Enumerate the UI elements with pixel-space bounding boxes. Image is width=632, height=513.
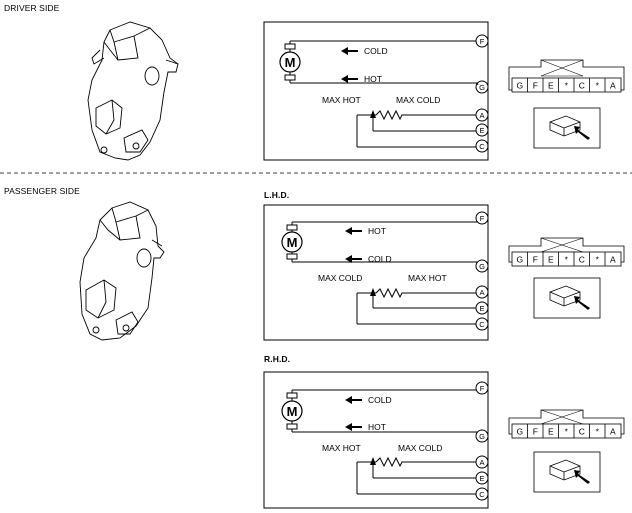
pin-label: * — [565, 427, 569, 437]
pin-label: C — [579, 255, 585, 265]
motor-symbol — [279, 51, 301, 73]
pin-label: F — [533, 427, 538, 437]
terminal-letters: F G A E C F G A E C F G A E C — [479, 37, 485, 499]
pin-label: A — [610, 81, 616, 91]
terminal-letter: E — [479, 474, 484, 483]
pin-label: * — [596, 427, 600, 437]
connector-view-rhd — [508, 409, 625, 493]
stop-label: MAX HOT — [322, 95, 361, 105]
motor-letter: M — [287, 235, 298, 250]
circuit-rhd — [263, 371, 489, 509]
actuator-illustration-driver — [87, 21, 179, 161]
terminal-letter: F — [480, 214, 485, 223]
circuit-driver — [263, 21, 489, 161]
pin-labels-driver: G F E * C * A — [516, 81, 615, 91]
motor-letters: M M M — [285, 55, 298, 419]
pin-label: A — [610, 255, 616, 265]
arrow-label: HOT — [364, 74, 382, 84]
pin-label: * — [565, 255, 569, 265]
motor-symbol — [281, 400, 303, 422]
stop-label: MAX COLD — [396, 95, 440, 105]
pin-label: * — [596, 81, 600, 91]
terminal-letter: C — [479, 490, 485, 499]
lhd-title: L.H.D. — [264, 190, 290, 200]
pin-label: F — [533, 255, 538, 265]
arrow-label: COLD — [368, 395, 392, 405]
connector-icon — [533, 277, 601, 319]
connector-pin-dividers — [527, 78, 606, 438]
arrow-label: COLD — [364, 46, 388, 56]
terminal-letter: A — [479, 111, 484, 120]
pin-labels-rhd: G F E * C * A — [516, 427, 615, 437]
motor-letter: M — [287, 404, 298, 419]
actuator-illustration-passenger — [79, 201, 165, 341]
pin-label: * — [565, 81, 569, 91]
arrow-label: HOT — [368, 226, 386, 236]
arrow-label: COLD — [368, 254, 392, 264]
terminal-letter: E — [479, 126, 484, 135]
pin-label: C — [579, 81, 585, 91]
pin-label: E — [548, 255, 554, 265]
pin-label: G — [516, 81, 523, 91]
rhd-title: R.H.D. — [264, 354, 291, 364]
pin-label: A — [610, 427, 616, 437]
pin-label: F — [533, 81, 538, 91]
stop-label: MAX COLD — [318, 273, 362, 283]
terminal-letter: C — [479, 320, 485, 329]
stop-label: MAX HOT — [322, 443, 361, 453]
terminal-letter: A — [479, 288, 484, 297]
pin-label: C — [579, 427, 585, 437]
circuit-lhd — [263, 204, 489, 341]
pin-label: G — [516, 255, 523, 265]
terminal-letter: C — [479, 142, 485, 151]
terminal-letter: F — [480, 37, 485, 46]
pin-label: E — [548, 81, 554, 91]
pin-label: E — [548, 427, 554, 437]
stop-label: MAX COLD — [398, 443, 442, 453]
terminal-letter: F — [480, 384, 485, 393]
stop-label: MAX HOT — [408, 273, 447, 283]
arrow-label: HOT — [368, 422, 386, 432]
driver-side-title: DRIVER SIDE — [4, 3, 60, 13]
connector-view-lhd — [508, 237, 625, 319]
motor-symbol — [281, 231, 303, 253]
terminal-letter: G — [479, 432, 485, 441]
pin-labels-lhd: G F E * C * A — [516, 255, 615, 265]
connector-view-driver — [508, 59, 625, 149]
circuit-frame — [263, 21, 489, 161]
circuit-labels: COLD HOT MAX HOT MAX COLD HOT COLD MAX C… — [318, 46, 447, 453]
terminal-letter: A — [479, 458, 484, 467]
pin-label: G — [516, 427, 523, 437]
terminal-letter: G — [479, 83, 485, 92]
terminal-letter: G — [479, 262, 485, 271]
terminal-letter: E — [479, 304, 484, 313]
pin-labels: G F E * C * A G F E * C * A G F E * C * … — [516, 81, 615, 437]
pin-label: * — [596, 255, 600, 265]
passenger-side-title: PASSENGER SIDE — [4, 186, 80, 196]
motor-letter: M — [285, 55, 296, 70]
